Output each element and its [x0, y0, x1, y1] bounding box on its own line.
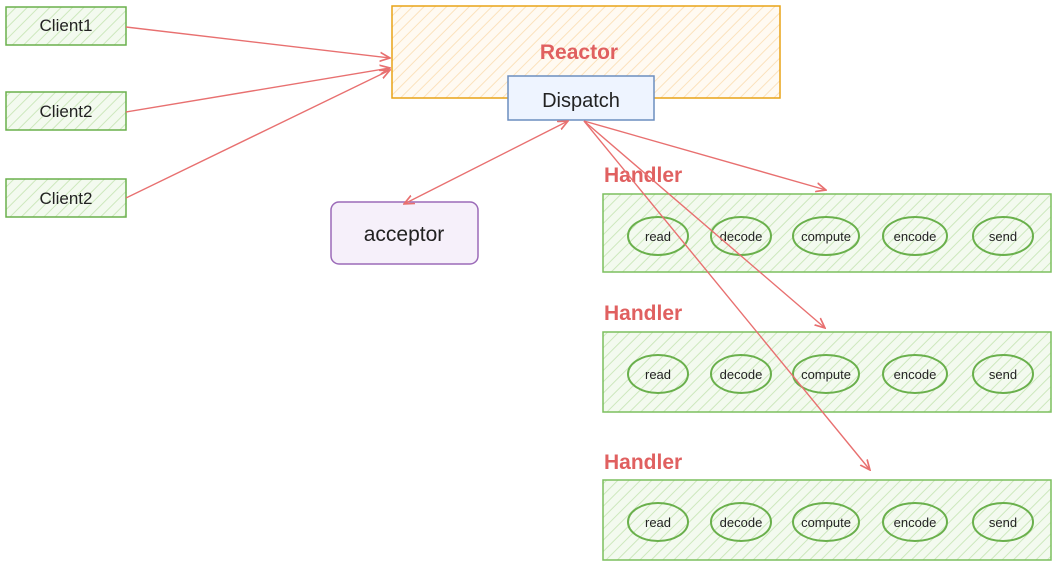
- dispatch-label: Dispatch: [542, 90, 620, 112]
- svg-text:encode: encode: [894, 367, 937, 382]
- handler-3-step-send: send: [972, 502, 1034, 542]
- handler-3-step-compute: compute: [792, 502, 860, 542]
- handler-2-step-encode: encode: [882, 354, 948, 394]
- svg-text:read: read: [645, 367, 671, 382]
- acceptor-label: acceptor: [364, 223, 445, 246]
- handler-3-step-decode: decode: [710, 502, 772, 542]
- handler-2-step-send: send: [972, 354, 1034, 394]
- handler-1-step-send: send: [972, 216, 1034, 256]
- svg-text:read: read: [645, 229, 671, 244]
- handler-2: Handler read decode compute encode send: [602, 302, 1052, 413]
- arrow-dispatch-handler-1: [583, 120, 826, 190]
- handler-1-step-encode: encode: [882, 216, 948, 256]
- connectors: [125, 26, 870, 470]
- acceptor-box: acceptor: [330, 201, 479, 265]
- client-3: Client2: [5, 178, 127, 218]
- arrow-client1-reactor: [125, 26, 390, 58]
- svg-text:compute: compute: [801, 515, 851, 530]
- arrow-dispatch-acceptor: [404, 121, 568, 204]
- svg-text:decode: decode: [720, 515, 763, 530]
- svg-text:decode: decode: [720, 229, 763, 244]
- svg-text:send: send: [989, 367, 1017, 382]
- handler-3-title: Handler: [604, 451, 682, 474]
- svg-text:encode: encode: [894, 229, 937, 244]
- svg-text:compute: compute: [801, 229, 851, 244]
- arrow-dispatch-handler-2: [583, 120, 825, 328]
- handler-2-title: Handler: [604, 302, 682, 325]
- client-3-label: Client2: [40, 189, 93, 208]
- handler-3-step-read: read: [627, 502, 689, 542]
- handler-1-step-compute: compute: [792, 216, 860, 256]
- handler-1-title: Handler: [604, 164, 682, 187]
- reactor-title: Reactor: [540, 41, 618, 64]
- svg-text:decode: decode: [720, 367, 763, 382]
- arrow-client2-reactor: [125, 68, 390, 113]
- arrow-client3-reactor: [125, 70, 390, 199]
- client-1: Client1: [5, 6, 127, 46]
- handler-3: Handler read decode compute encode send: [602, 451, 1052, 561]
- handler-1: Handler read decode compute encode send: [602, 164, 1052, 273]
- handler-2-step-compute: compute: [792, 354, 860, 394]
- svg-text:send: send: [989, 229, 1017, 244]
- svg-text:read: read: [645, 515, 671, 530]
- handler-2-step-read: read: [627, 354, 689, 394]
- client-1-label: Client1: [40, 16, 93, 35]
- dispatch-box: Dispatch: [507, 75, 655, 121]
- handler-3-step-encode: encode: [882, 502, 948, 542]
- client-2: Client2: [5, 91, 127, 131]
- arrow-dispatch-handler-3: [583, 120, 870, 470]
- client-2-label: Client2: [40, 102, 93, 121]
- svg-text:compute: compute: [801, 367, 851, 382]
- handler-1-step-read: read: [627, 216, 689, 256]
- svg-text:encode: encode: [894, 515, 937, 530]
- handler-2-step-decode: decode: [710, 354, 772, 394]
- svg-text:send: send: [989, 515, 1017, 530]
